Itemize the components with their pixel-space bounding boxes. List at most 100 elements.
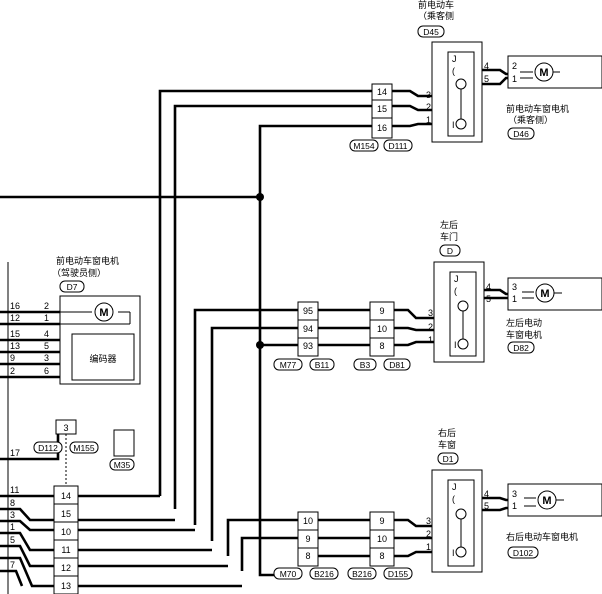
svg-text:I: I — [452, 120, 455, 130]
wire-rl-94 — [210, 326, 298, 541]
svg-text:10: 10 — [61, 527, 71, 537]
fp-sw-pin: 1 — [426, 115, 431, 125]
svg-text:15: 15 — [10, 329, 20, 339]
svg-text:I: I — [454, 340, 457, 350]
fp-sw-pin: 2 — [426, 102, 431, 112]
svg-text:M: M — [540, 288, 549, 300]
svg-text:D7: D7 — [67, 282, 78, 292]
svg-text:1: 1 — [426, 542, 431, 552]
svg-text:I: I — [452, 548, 455, 558]
svg-text:M: M — [542, 495, 551, 507]
svg-text:3: 3 — [512, 489, 517, 499]
ground-icon — [113, 429, 135, 457]
svg-text:3: 3 — [44, 353, 49, 363]
svg-text:13: 13 — [61, 581, 71, 591]
svg-text:D: D — [447, 246, 453, 256]
svg-text:D102: D102 — [513, 548, 534, 558]
svg-text:M155: M155 — [73, 443, 95, 453]
svg-text:2: 2 — [426, 529, 431, 539]
svg-text:5: 5 — [44, 341, 49, 351]
svg-text:1: 1 — [512, 294, 517, 304]
motor-symbol-icon — [94, 302, 114, 322]
rr-block-a: 10 9 8 — [297, 511, 319, 567]
svg-text:95: 95 — [303, 306, 313, 316]
svg-text:1: 1 — [10, 522, 15, 532]
svg-text:94: 94 — [303, 324, 313, 334]
svg-text:车窗电机: 车窗电机 — [506, 329, 542, 341]
fp-switch-title: 前电动车 — [418, 0, 454, 11]
svg-text:3: 3 — [10, 510, 15, 520]
svg-text:车门: 车门 — [440, 231, 458, 243]
fp-switch-side: （乘客侧 — [418, 10, 454, 22]
wire-ground — [0, 432, 60, 461]
svg-text:16: 16 — [10, 301, 20, 311]
wire-rr-10 — [226, 518, 298, 556]
svg-text:5: 5 — [484, 501, 489, 511]
wires — [0, 68, 524, 588]
connector-label: D45 — [423, 27, 439, 37]
connector-label: B3 — [360, 360, 371, 370]
junction-dot — [256, 193, 264, 201]
svg-text:(: ( — [452, 494, 455, 504]
svg-text:左后电动: 左后电动 — [506, 317, 542, 329]
connector-label: M70 — [280, 569, 297, 579]
fp-motor-side: （乘客侧） — [508, 114, 553, 126]
svg-text:前电动车窗电机: 前电动车窗电机 — [56, 255, 119, 267]
connector-label: M154 — [353, 141, 375, 151]
wire-bl-4 — [0, 531, 212, 552]
fp-sw-pin: 3 — [426, 90, 431, 100]
wire-fp-15 — [173, 104, 372, 509]
svg-text:13: 13 — [10, 341, 20, 351]
svg-text:左后: 左后 — [440, 219, 458, 231]
svg-text:14: 14 — [61, 491, 71, 501]
svg-text:7: 7 — [10, 560, 15, 570]
wire-bl-5 — [0, 544, 228, 568]
svg-text:11: 11 — [10, 485, 19, 495]
svg-text:11: 11 — [61, 545, 70, 555]
svg-text:D82: D82 — [513, 343, 529, 353]
connector-label: D81 — [389, 360, 405, 370]
wire-fp-16 — [258, 124, 372, 197]
svg-text:9: 9 — [379, 516, 384, 526]
svg-text:4: 4 — [486, 282, 491, 292]
svg-text:（驾驶员侧）: （驾驶员侧） — [52, 267, 106, 279]
svg-text:3: 3 — [428, 308, 433, 318]
svg-text:右后电动车窗电机: 右后电动车窗电机 — [506, 531, 578, 543]
ground-connector: 3 D112 M155 M35 — [33, 419, 135, 486]
fp-pin: 16 — [377, 123, 387, 133]
svg-text:10: 10 — [377, 324, 387, 334]
wire-ground-vert — [258, 197, 300, 577]
svg-text:5: 5 — [10, 535, 15, 545]
wire-rl-sw3 — [394, 308, 450, 320]
wire-bl-6 — [0, 556, 242, 588]
rl-motor: 3 1 M 左后电动 车窗电机 D82 — [506, 277, 602, 354]
wire-rr-9 — [240, 536, 298, 571]
svg-text:M35: M35 — [114, 460, 131, 470]
svg-text:9: 9 — [10, 353, 15, 363]
fp-pin: 15 — [377, 104, 387, 114]
fp-connector-block: 14 15 16 — [371, 83, 393, 139]
svg-text:8: 8 — [10, 498, 15, 508]
svg-text:6: 6 — [44, 366, 49, 376]
svg-text:12: 12 — [10, 313, 20, 323]
svg-text:8: 8 — [305, 551, 310, 561]
svg-text:D112: D112 — [38, 443, 58, 453]
junction-dot — [256, 341, 264, 349]
svg-text:车窗: 车窗 — [438, 439, 456, 451]
fp-motor-pin: 1 — [512, 74, 517, 84]
wire-rl-sw2 — [394, 326, 450, 332]
svg-text:4: 4 — [484, 489, 489, 499]
svg-text:8: 8 — [379, 551, 384, 561]
svg-text:2: 2 — [428, 322, 433, 332]
svg-text:2: 2 — [10, 366, 15, 376]
svg-text:9: 9 — [305, 534, 310, 544]
fp-sw-out: 4 — [484, 61, 489, 71]
fd-motor: 前电动车窗电机 （驾驶员侧） D7 2 1 4 5 3 6 M 编码器 — [44, 255, 141, 385]
svg-text:右后: 右后 — [438, 427, 456, 439]
left-unit: 16 12 15 13 9 2 17 11 8 3 1 5 7 — [7, 262, 20, 594]
svg-text:1: 1 — [428, 335, 433, 345]
wire-rl-sw1 — [394, 340, 450, 347]
rr-block-b: 9 10 8 — [369, 511, 395, 567]
